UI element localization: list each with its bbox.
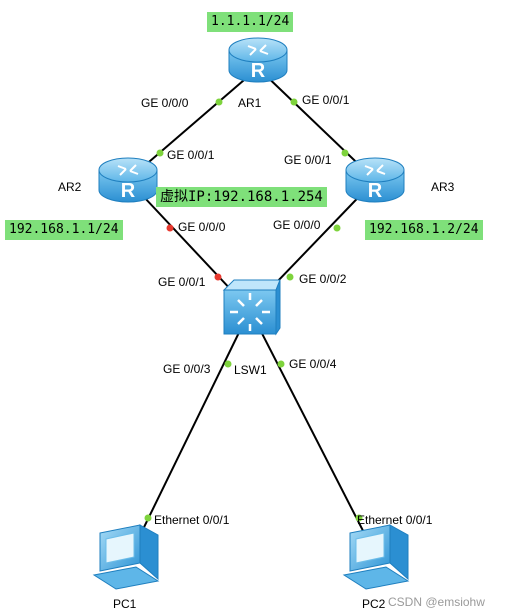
- virtual-ip-label: 虚拟IP:192.168.1.254: [156, 187, 327, 207]
- ar3-port-down-label: GE 0/0/0: [273, 218, 321, 232]
- port-dot-lsw1-ge001: [214, 273, 222, 281]
- ar2-ip-label: 192.168.1.1/24: [5, 220, 123, 240]
- lsw1-port-3-label: GE 0/0/3: [163, 362, 211, 376]
- port-dot-ar1-ge000: [215, 98, 223, 106]
- port-dot-lsw1-ge003: [224, 360, 232, 368]
- pc2-name-label: PC2: [362, 597, 386, 611]
- svg-text:R: R: [251, 60, 266, 82]
- ar2-port-down-label: GE 0/0/0: [178, 220, 226, 234]
- port-dot-ar3-ge001: [341, 149, 349, 157]
- pc2-icon[interactable]: [342, 524, 410, 590]
- lsw1-port-1-label: GE 0/0/1: [158, 275, 206, 289]
- router-ar3-icon[interactable]: R: [345, 157, 405, 203]
- ar1-port-left-label: GE 0/0/0: [141, 96, 189, 110]
- lsw1-port-4-label: GE 0/0/4: [289, 357, 337, 371]
- link-ar1-ar2: [127, 67, 259, 181]
- switch-lsw1-icon[interactable]: [222, 279, 281, 336]
- pc1-port-label: Ethernet 0/0/1: [154, 513, 230, 527]
- ar3-port-up-label: GE 0/0/1: [284, 153, 332, 167]
- pc2-port-label: Ethernet 0/0/1: [357, 513, 433, 527]
- ar1-port-right-label: GE 0/0/1: [302, 93, 350, 107]
- port-dot-ar2-ge001: [156, 149, 164, 157]
- svg-text:R: R: [121, 180, 136, 202]
- router-ar2-icon[interactable]: R: [98, 157, 158, 203]
- ar3-name-label: AR3: [431, 180, 455, 194]
- ar1-name-label: AR1: [238, 96, 262, 110]
- port-dot-pc2-eth: [355, 514, 363, 522]
- ar2-name-label: AR2: [58, 180, 82, 194]
- pc1-name-label: PC1: [113, 597, 137, 611]
- ar2-port-up-label: GE 0/0/1: [167, 148, 215, 162]
- port-dot-ar3-ge000: [333, 224, 341, 232]
- port-dot-lsw1-ge004: [277, 360, 285, 368]
- port-dot-ar1-ge001: [290, 98, 298, 106]
- port-dot-pc1-eth: [144, 514, 152, 522]
- virtual-ip-value: IP:192.168.1.254: [188, 189, 323, 205]
- watermark-text: CSDN @emsiohw: [388, 595, 485, 609]
- ar1-ip-label: 1.1.1.1/24: [207, 12, 294, 32]
- lsw1-port-2-label: GE 0/0/2: [299, 272, 347, 286]
- virtual-ip-prefix: 虚拟: [160, 189, 188, 205]
- pc1-icon[interactable]: [92, 524, 160, 590]
- svg-text:R: R: [368, 180, 383, 202]
- ar3-ip-label: 192.168.1.2/24: [365, 220, 483, 240]
- lsw1-name-label: LSW1: [234, 363, 267, 377]
- port-dot-ar2-ge000: [166, 224, 174, 232]
- port-dot-lsw1-ge002: [286, 273, 294, 281]
- router-ar1-icon[interactable]: R: [228, 37, 288, 83]
